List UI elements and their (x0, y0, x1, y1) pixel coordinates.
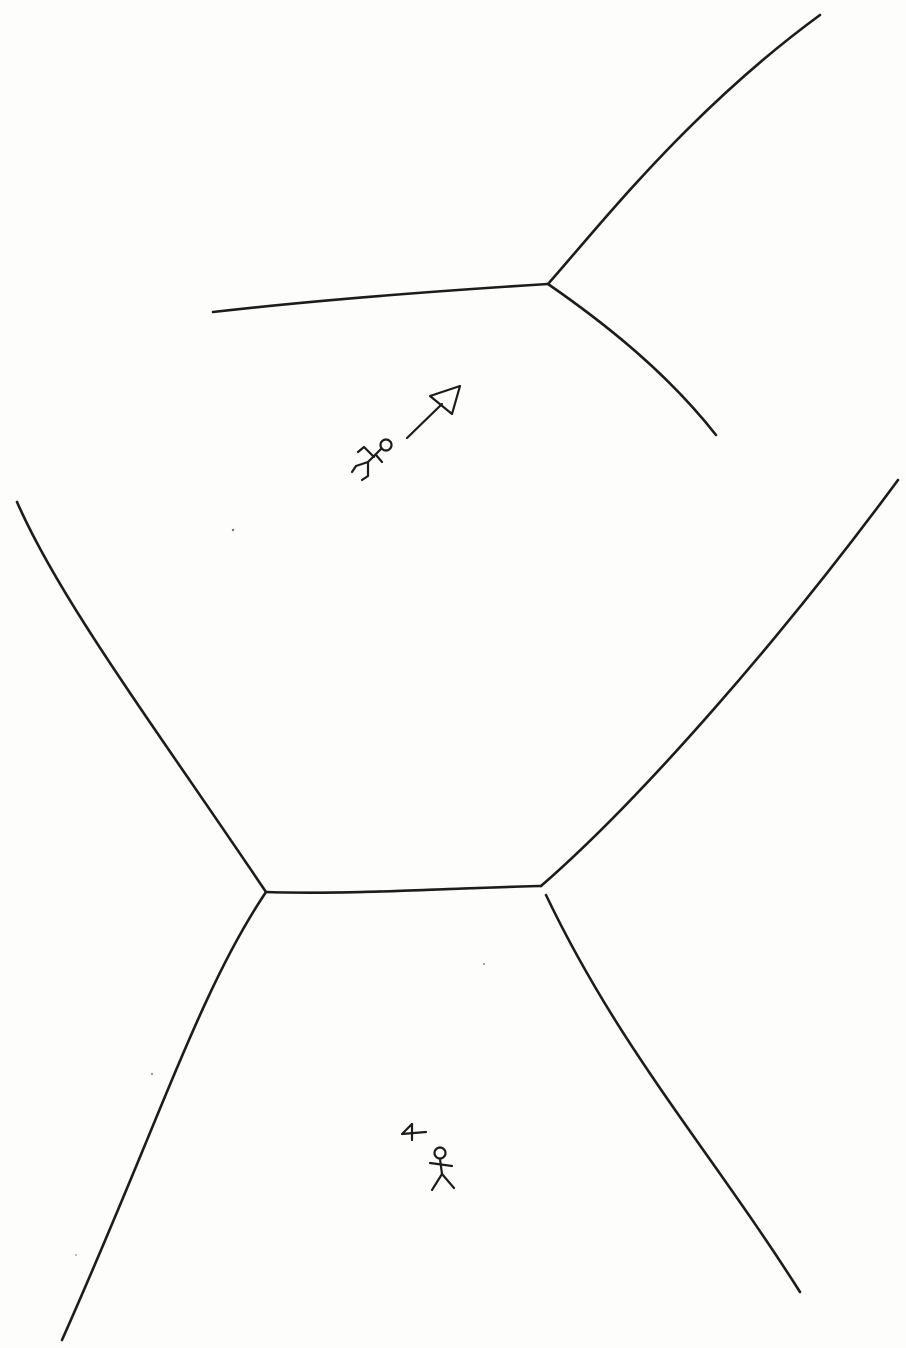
speck (232, 529, 234, 531)
middle-hexagon (17, 480, 898, 893)
upper-right-bottom-edge (548, 284, 716, 435)
speck (483, 963, 485, 965)
stick-figure-icon (430, 1148, 454, 1191)
walking-figure-icon (352, 440, 392, 481)
upper-left-edge (213, 284, 548, 312)
middle-right-edge (541, 480, 898, 886)
speck (75, 1254, 77, 1256)
lower-right-edge (546, 895, 800, 1292)
middle-left-edge (17, 502, 266, 892)
lower-region (62, 892, 800, 1340)
middle-bottom-edge (266, 886, 541, 893)
upper-junction (213, 15, 820, 435)
speck (151, 1073, 153, 1075)
lower-left-edge (62, 892, 266, 1340)
arrow-up-right-icon (407, 386, 460, 438)
flag-icon (402, 1124, 426, 1140)
upper-right-top-edge (548, 15, 820, 284)
